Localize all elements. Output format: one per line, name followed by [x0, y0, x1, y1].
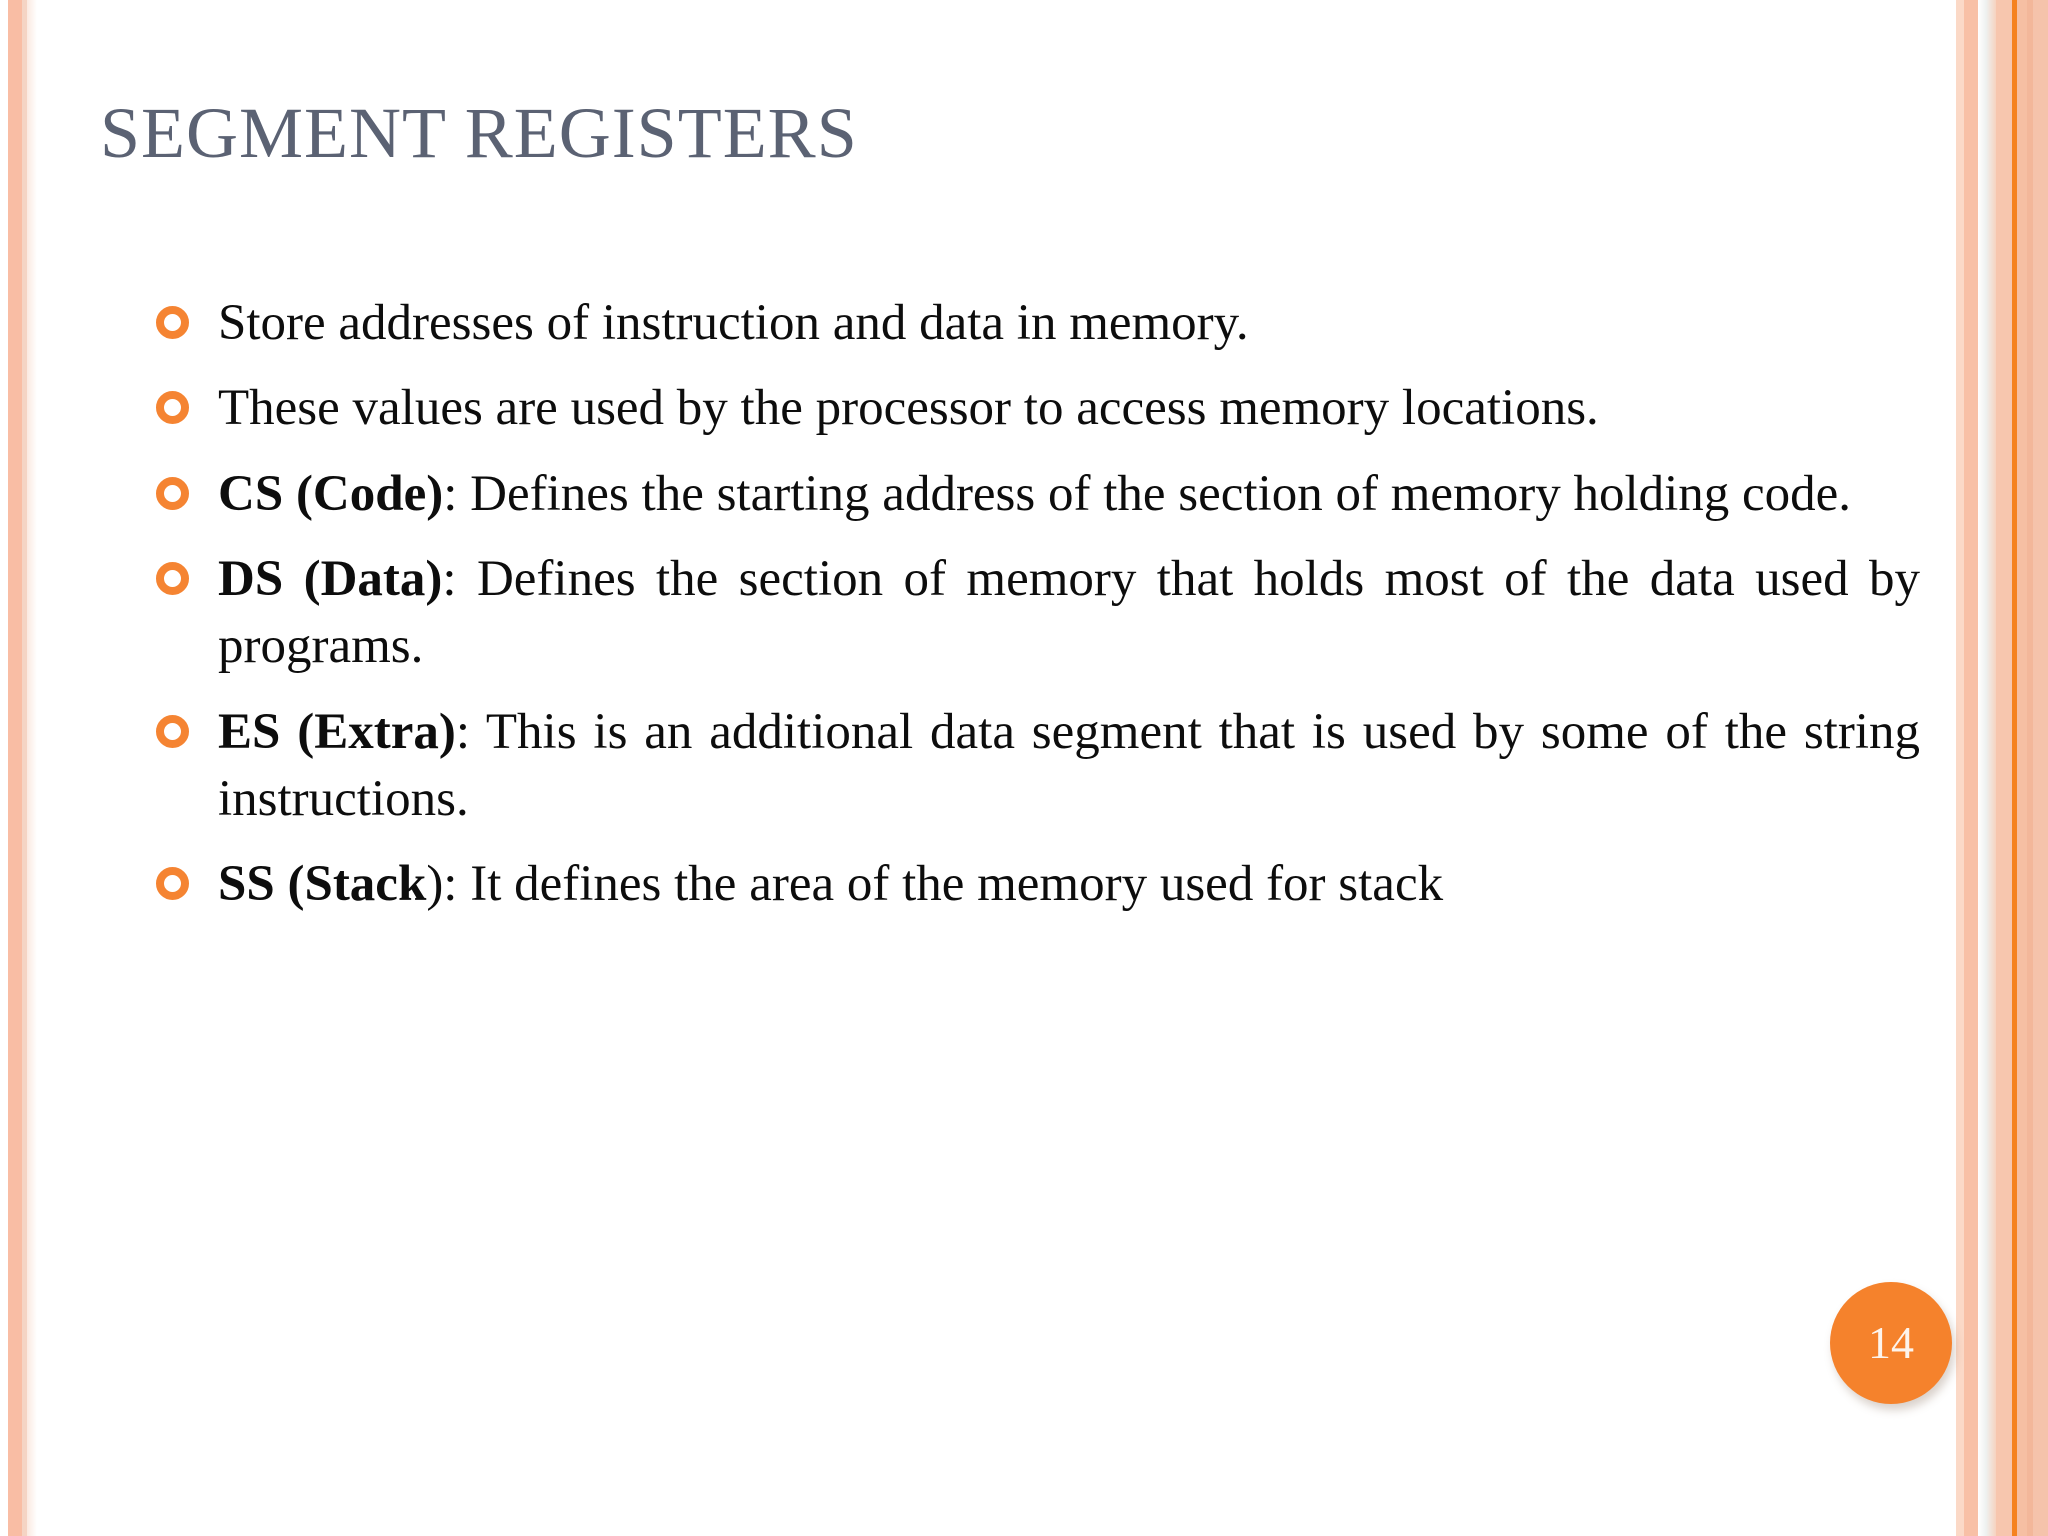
list-item-text: : Defines the section of memory that hol… — [218, 550, 1920, 675]
list-item-lead: CS (Code) — [218, 465, 444, 522]
list-item-lead: DS (Data) — [218, 550, 443, 607]
list-item: DS (Data): Defines the section of memory… — [150, 546, 1920, 681]
list-item: These values are used by the processor t… — [150, 375, 1920, 442]
list-item: ES (Extra): This is an additional data s… — [150, 699, 1920, 834]
bullet-ring-icon — [156, 476, 189, 510]
list-item-lead: ES (Extra) — [218, 703, 456, 760]
right-stripe-1 — [1956, 0, 1964, 1536]
right-stripe-3 — [1978, 0, 1996, 1536]
bullet-list: Store addresses of instruction and data … — [150, 290, 1920, 919]
right-border-stripe-band — [1956, 0, 2048, 1536]
list-item-lead: SS (Stack — [218, 856, 427, 913]
bullet-ring-icon — [156, 714, 189, 748]
page-number-badge: 14 — [1830, 1282, 1952, 1404]
left-border-stripe-fade — [27, 0, 37, 1536]
page-number-label: 14 — [1868, 1317, 1914, 1368]
list-item-text: : It defines the area of the memory used… — [443, 856, 1444, 913]
list-item-text: These values are used by the processor t… — [218, 380, 1599, 437]
right-stripe-4 — [1996, 0, 2012, 1536]
list-item: Store addresses of instruction and data … — [150, 290, 1920, 357]
bullet-ring-icon — [156, 306, 189, 339]
slide-title: SEGMENT REGISTERS — [100, 93, 858, 173]
right-stripe-8 — [2033, 0, 2048, 1536]
bullet-ring-icon — [156, 561, 189, 595]
left-border-stripe-outer — [8, 0, 22, 1536]
bullet-ring-icon — [156, 391, 189, 425]
right-stripe-7 — [2027, 0, 2033, 1536]
left-border-stripe-inner — [22, 0, 27, 1536]
list-item: SS (Stack): It defines the area of the m… — [150, 851, 1920, 918]
list-item-lead-tail: ) — [426, 856, 444, 913]
list-item-text: : This is an additional data segment tha… — [218, 703, 1921, 827]
right-stripe-6 — [2017, 0, 2027, 1536]
right-stripe-2 — [1964, 0, 1978, 1536]
bullet-ring-icon — [156, 867, 189, 901]
list-item-text: Store addresses of instruction and data … — [218, 295, 1249, 351]
list-item-text: : Defines the starting address of the se… — [443, 465, 1852, 522]
list-item: CS (Code): Defines the starting address … — [150, 461, 1920, 528]
right-stripe-accent — [2012, 0, 2017, 1536]
